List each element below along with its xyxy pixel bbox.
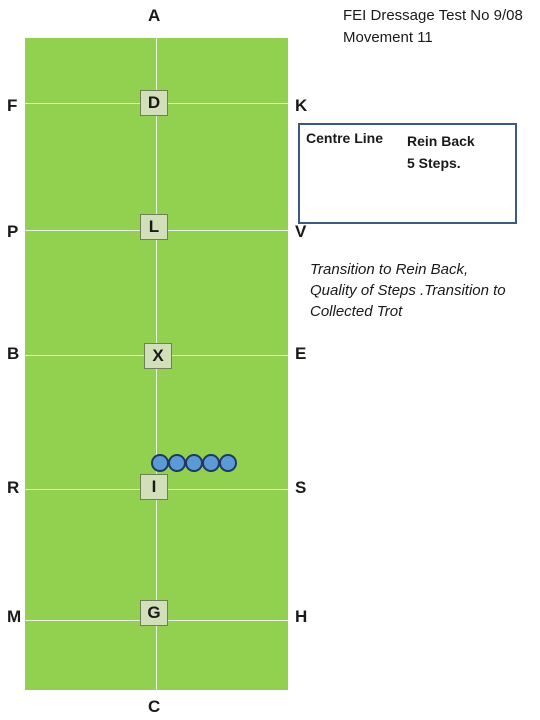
centre-marker: I [140, 474, 168, 500]
rein-back-step-dot [219, 454, 237, 472]
movement-instruction-line: 5 Steps. [407, 155, 461, 171]
arena-letter-right: S [295, 478, 307, 497]
arena-letter-right: V [295, 222, 307, 241]
test-name: FEI Dressage Test No 9/08 [343, 7, 523, 24]
movement-instruction-line: Rein Back [407, 133, 475, 149]
directive-ideas: Transition to Rein Back, Quality of Step… [310, 259, 535, 322]
movement-box: Centre Line Rein Back 5 Steps. [298, 123, 517, 224]
rein-back-step-dot [151, 454, 169, 472]
rein-back-step-dot [168, 454, 186, 472]
centre-marker: D [140, 90, 168, 116]
arena-letter-right: K [295, 96, 308, 115]
rein-back-step-dot [185, 454, 203, 472]
movement-instruction: Rein Back 5 Steps. [407, 130, 475, 174]
centre-marker: G [140, 600, 168, 626]
arena-letter-bottom: C [148, 697, 161, 716]
arena-letter-left: B [7, 344, 20, 363]
arena-letter-left: R [7, 478, 20, 497]
arena-letter-right: E [295, 344, 307, 363]
directive-line: Transition to Rein Back, [310, 261, 469, 278]
arena-letter-left: F [7, 96, 18, 115]
arena-letter-top: A [148, 6, 161, 25]
centre-marker: L [140, 214, 168, 240]
directive-line: Quality of Steps .Transition to [310, 282, 506, 299]
arena-letter-right: H [295, 607, 308, 626]
test-title: FEI Dressage Test No 9/08 Movement 11 [343, 5, 523, 49]
arena-letter-left: M [7, 607, 22, 626]
arena-letter-left: P [7, 222, 19, 241]
movement-number: Movement 11 [343, 29, 433, 46]
directive-line: Collected Trot [310, 303, 403, 320]
rein-back-step-dot [202, 454, 220, 472]
centre-marker: X [144, 343, 172, 369]
movement-location: Centre Line [306, 130, 384, 146]
